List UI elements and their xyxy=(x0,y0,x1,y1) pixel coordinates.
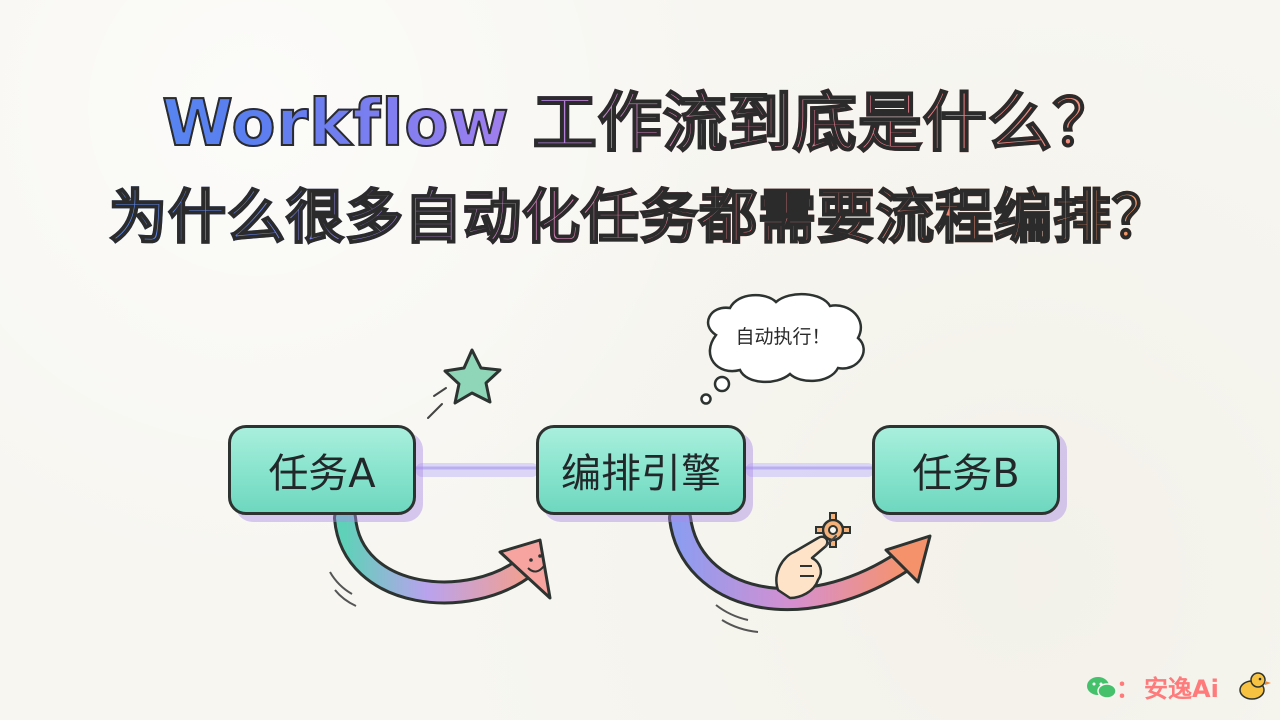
node-task-b: 任务B xyxy=(872,425,1060,515)
wechat-icon xyxy=(1087,677,1117,699)
connector-a-engine xyxy=(416,463,538,477)
bird-icon xyxy=(1239,672,1271,700)
node-task-a-label: 任务A xyxy=(268,451,376,497)
thought-bubble-text: 自动执行！ xyxy=(735,326,831,348)
gear-icon xyxy=(815,512,851,548)
pointing-hand-icon xyxy=(775,535,837,600)
node-task-b-label: 任务B xyxy=(912,451,1020,497)
title-line-2: 为什么很多自动化任务都需要流程编排？ xyxy=(0,170,1280,254)
title-line-1: Workflow 工作流到底是什么？ xyxy=(0,72,1280,164)
star-icon xyxy=(427,348,502,419)
curved-arrow-2 xyxy=(668,506,932,633)
thought-bubble-icon xyxy=(700,292,865,405)
curved-arrow-1 xyxy=(329,506,552,607)
watermark-brand: 安逸Ai xyxy=(1144,674,1219,703)
connector-engine-b xyxy=(746,463,874,477)
node-task-a: 任务A xyxy=(228,425,416,515)
node-orchestration-engine: 编排引擎 xyxy=(536,425,746,515)
watermark: ： 安逸Ai xyxy=(1086,668,1219,704)
watermark-separator: ： xyxy=(1116,674,1140,703)
node-engine-label: 编排引擎 xyxy=(561,451,721,497)
